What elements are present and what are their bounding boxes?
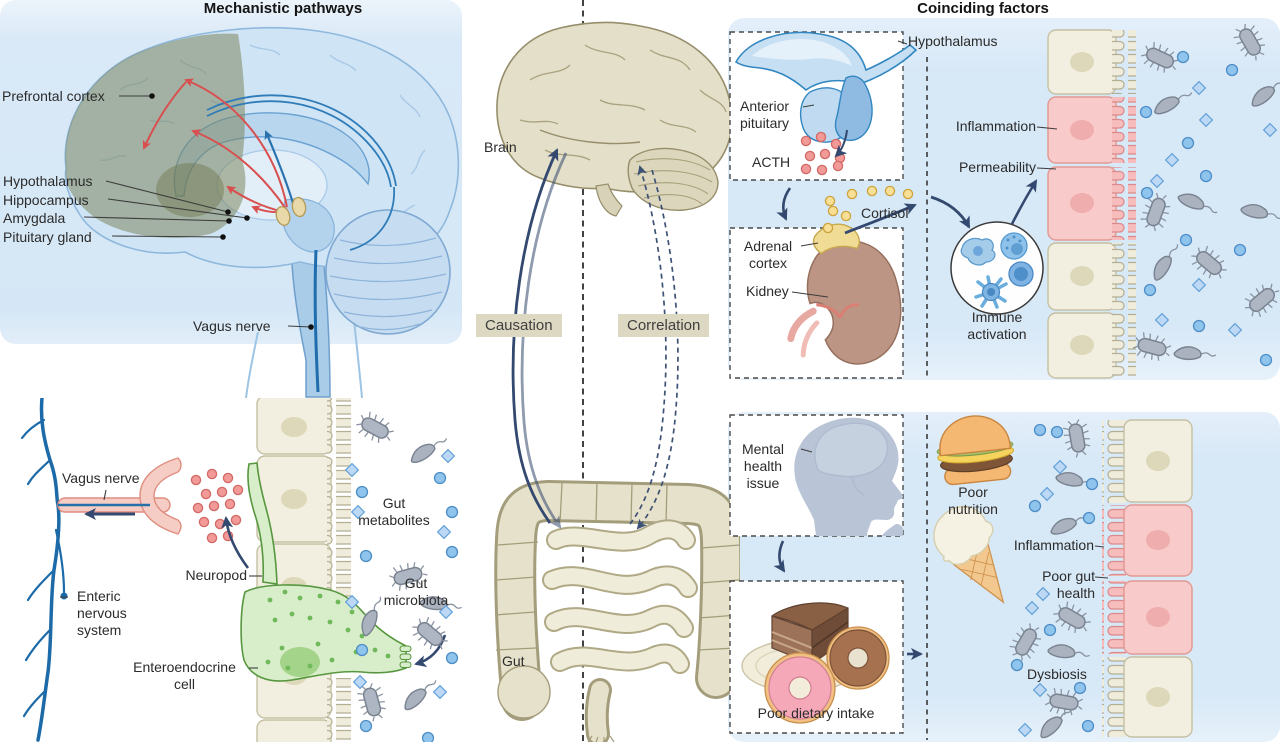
label-dysbiosis: Dysbiosis <box>1027 666 1087 682</box>
label-brain: Brain <box>484 139 517 155</box>
epithelium-cells <box>1102 419 1193 738</box>
lifestyle-illustration <box>729 414 1193 741</box>
label-permeability: Permeability <box>958 159 1036 175</box>
label-amygdala: Amygdala <box>3 210 66 226</box>
to-permeability-arrow <box>1010 179 1038 225</box>
chocolate-donut-icon <box>826 626 890 690</box>
leader-lines <box>83 95 312 328</box>
microbiota-sensing-arrow <box>414 634 447 668</box>
section-title-coinciding: Coinciding factors <box>917 0 1049 17</box>
label-anterior-pituitary: Anterior pituitary <box>740 98 790 132</box>
mental-to-diet-arrow <box>773 540 786 573</box>
label-vagus-nerve-gut: Vagus nerve <box>62 470 140 486</box>
label-mental-health-issue: Mental health issue <box>741 441 785 492</box>
brain-region <box>814 422 889 478</box>
vagus-nerve-ending <box>57 457 182 535</box>
acth-release-arrow <box>834 129 848 158</box>
label-immune-activation: Immune activation <box>967 309 1027 343</box>
cerebellum <box>325 209 451 335</box>
label-pituitary-gland: Pituitary gland <box>3 229 92 245</box>
label-enteroendocrine-cell: Enteroendocrine cell <box>133 659 236 693</box>
vagal-pathway-lines <box>206 94 397 393</box>
hypothalamus-pituitary-illustration <box>734 31 918 143</box>
posterior-pituitary-lobe <box>834 75 873 142</box>
immune-activation-circle <box>950 221 1044 315</box>
enteric-nervous-system-illustration <box>20 398 68 742</box>
correlation-tag: Correlation <box>618 314 710 337</box>
causation-tag: Causation <box>476 314 562 337</box>
microvilli-brush <box>327 678 351 742</box>
label-gut-microbiota: Gut microbiota <box>383 575 449 609</box>
leader-lines <box>60 489 262 669</box>
to-immune-arrow <box>930 195 971 229</box>
label-poor-gut-health: Poor gut health <box>1042 568 1095 602</box>
label-inflammation-bottom: Inflammation <box>1013 537 1094 553</box>
label-vagus-nerve-brain: Vagus nerve <box>193 318 271 334</box>
label-neuropod: Neuropod <box>185 567 248 583</box>
section-title-mechanistic: Mechanistic pathways <box>203 0 363 17</box>
poor-diet-plate <box>741 602 890 724</box>
rectum-fringe <box>587 735 615 742</box>
hypothalamus-shading <box>156 163 224 217</box>
correlation-arrows <box>629 165 679 530</box>
lumen-microbiota-icons <box>1130 19 1280 366</box>
neurotransmitter-dots <box>190 468 244 544</box>
ice-cream-icon <box>933 505 1005 604</box>
label-gut-metabolites: Gut metabolites <box>358 495 430 529</box>
label-inflammation-top: Inflammation <box>955 118 1036 134</box>
label-hypothalamus-hpa: Hypothalamus <box>908 33 998 49</box>
label-adrenal-cortex: Adrenal cortex <box>743 238 793 272</box>
leader-lines <box>800 448 1109 579</box>
label-poor-dietary-intake: Poor dietary intake <box>757 705 875 721</box>
gut-wall-illustration <box>20 398 462 742</box>
label-cortisol: Cortisol <box>861 205 909 221</box>
small-intestine-coils <box>542 519 698 674</box>
hpa-axis-illustration <box>729 19 1280 379</box>
label-poor-nutrition: Poor nutrition <box>948 484 998 518</box>
secretory-granules <box>265 589 391 671</box>
cortisol-arrow <box>844 203 917 235</box>
label-acth: ACTH <box>752 154 791 170</box>
burger-icon <box>936 415 1014 486</box>
label-prefrontal-cortex: Prefrontal cortex <box>2 88 105 104</box>
neuropod-stalk <box>247 462 278 585</box>
label-kidney: Kidney <box>746 283 789 299</box>
enteroendocrine-cell-illustration <box>240 462 412 682</box>
head-silhouette-icon <box>794 417 903 536</box>
pink-donut-icon <box>764 652 836 724</box>
eec-signal-arrow <box>221 516 250 569</box>
label-enteric-nervous-system: Enteric nervous system <box>77 588 127 639</box>
causation-arrows <box>511 148 568 529</box>
label-hippocampus: Hippocampus <box>3 192 89 208</box>
label-gut: Gut <box>502 653 525 669</box>
sagittal-brain-illustration <box>64 27 460 399</box>
label-hypothalamus: Hypothalamus <box>3 173 93 189</box>
prefrontal-shading <box>65 33 246 238</box>
leader-lines <box>791 40 1058 298</box>
pituitary-bodies <box>275 196 307 226</box>
cake-icon <box>771 602 849 665</box>
brain-icon <box>496 21 733 217</box>
epithelium-cells <box>1047 29 1136 379</box>
pituitary-to-adrenal-arrow <box>776 187 792 221</box>
leader-dots <box>149 93 314 330</box>
gut-icon <box>494 480 740 742</box>
brainstem-neck <box>245 239 363 399</box>
center-axis-illustration <box>494 21 740 742</box>
